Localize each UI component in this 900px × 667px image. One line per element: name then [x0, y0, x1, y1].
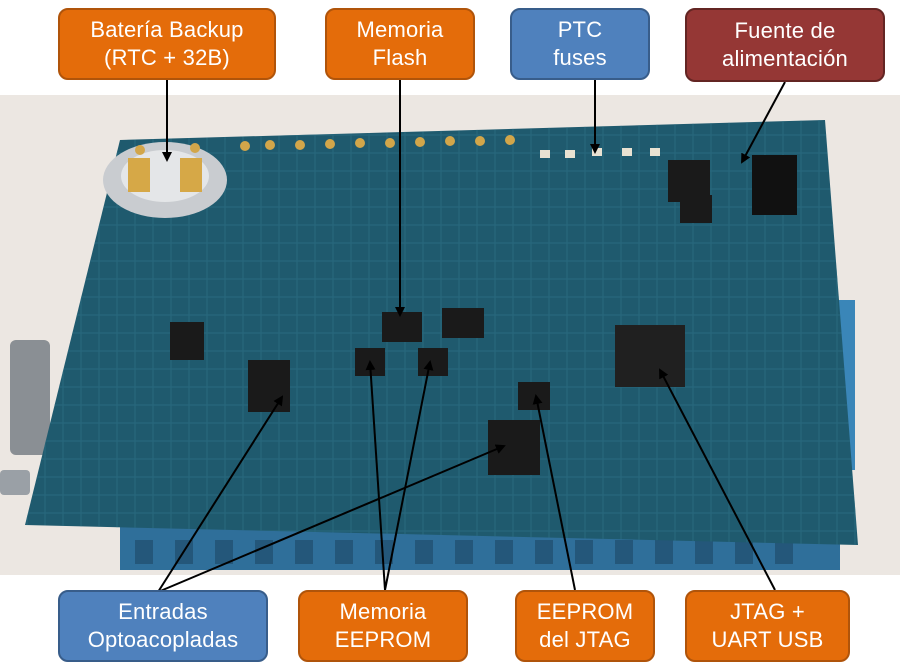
arrow-entradas-1: [157, 395, 284, 593]
db9-connector: [10, 340, 50, 455]
header-pins: [135, 135, 515, 155]
label-fuente-alimentacion: Fuente de alimentación: [685, 8, 885, 82]
label-memoria-flash: Memoria Flash: [325, 8, 475, 80]
arrow-eeprom-2: [384, 360, 434, 591]
microcontroller: [615, 325, 685, 387]
arrow-jtag: [659, 368, 776, 591]
power-header: [752, 155, 797, 215]
arrow-entradas-2: [157, 444, 506, 593]
battery-holder: [103, 142, 227, 218]
label-bateria-backup: Batería Backup (RTC + 32B): [58, 8, 276, 80]
ic-chips: [170, 160, 712, 475]
label-ptc-fuses: PTC fuses: [510, 8, 650, 80]
label-jtag-uart-usb: JTAG + UART USB: [685, 590, 850, 662]
annotation-arrows: [157, 80, 786, 593]
terminal-screws: [135, 540, 793, 564]
arrow-eeprom-jtag: [532, 394, 576, 591]
label-entradas-optoacopladas: Entradas Optoacopladas: [58, 590, 268, 662]
label-memoria-eeprom: Memoria EEPROM: [298, 590, 468, 662]
arrow-eeprom-1: [365, 360, 386, 591]
label-eeprom-del-jtag: EEPROM del JTAG: [515, 590, 655, 662]
arrow-fuente: [741, 81, 786, 164]
